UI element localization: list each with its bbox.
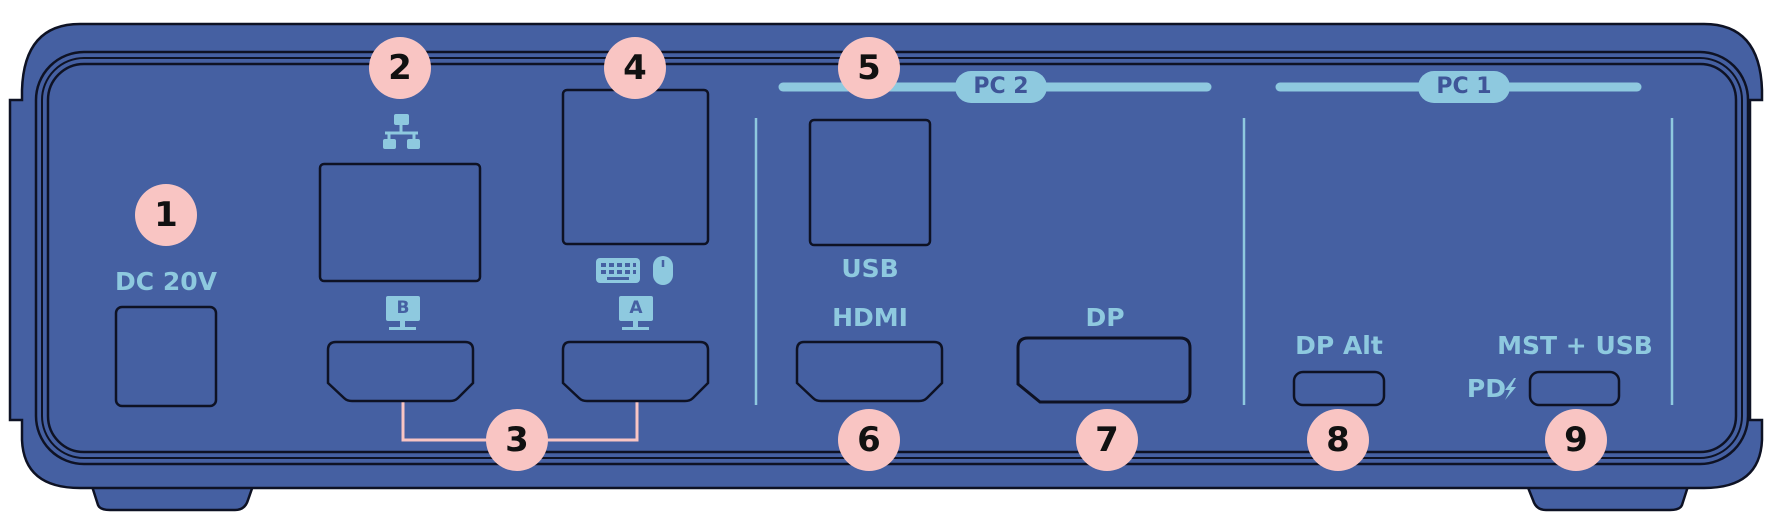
- usbc-dp-alt-port: [1292, 370, 1386, 407]
- displayport-pc2: [1016, 336, 1192, 404]
- pc1-group-label: PC 1: [1418, 71, 1510, 103]
- badge-8: 8: [1307, 409, 1369, 471]
- dc-jack: [114, 305, 218, 408]
- monitor-a-letter: A: [629, 298, 643, 318]
- hdmi-port-pc2: [795, 340, 944, 403]
- usb-label: USB: [841, 254, 899, 283]
- lightning-icon: [1505, 378, 1516, 400]
- hdmi-port-a: [561, 340, 710, 403]
- badge-1: 1: [135, 184, 197, 246]
- mouse-icon: [653, 256, 673, 285]
- usbc-mst-usb-port: [1528, 370, 1621, 407]
- badge-6: 6: [838, 409, 900, 471]
- monitor-b-icon: [386, 296, 420, 330]
- hdmi-port-b: [326, 340, 475, 403]
- badge-4: 4: [604, 37, 666, 99]
- pc2-group-label: PC 2: [955, 71, 1047, 103]
- hdmi-label: HDMI: [832, 303, 908, 332]
- monitor-a-icon: [619, 296, 653, 330]
- dp-alt-label: DP Alt: [1295, 331, 1383, 360]
- dc-label: DC 20V: [115, 267, 217, 296]
- badge-5: 5: [838, 37, 900, 99]
- pd-label: PD: [1466, 374, 1506, 403]
- dp-label: DP: [1085, 303, 1125, 332]
- badge-7: 7: [1076, 409, 1138, 471]
- ethernet-port: [318, 162, 482, 283]
- network-icon: [383, 114, 420, 149]
- badge-3: 3: [486, 409, 548, 471]
- monitor-b-letter: B: [396, 298, 410, 318]
- badge-2: 2: [369, 37, 431, 99]
- badge-9: 9: [1545, 409, 1607, 471]
- usb-port-pc2: [808, 118, 932, 247]
- mst-usb-label: MST + USB: [1497, 331, 1653, 360]
- keyboard-icon: [596, 258, 640, 283]
